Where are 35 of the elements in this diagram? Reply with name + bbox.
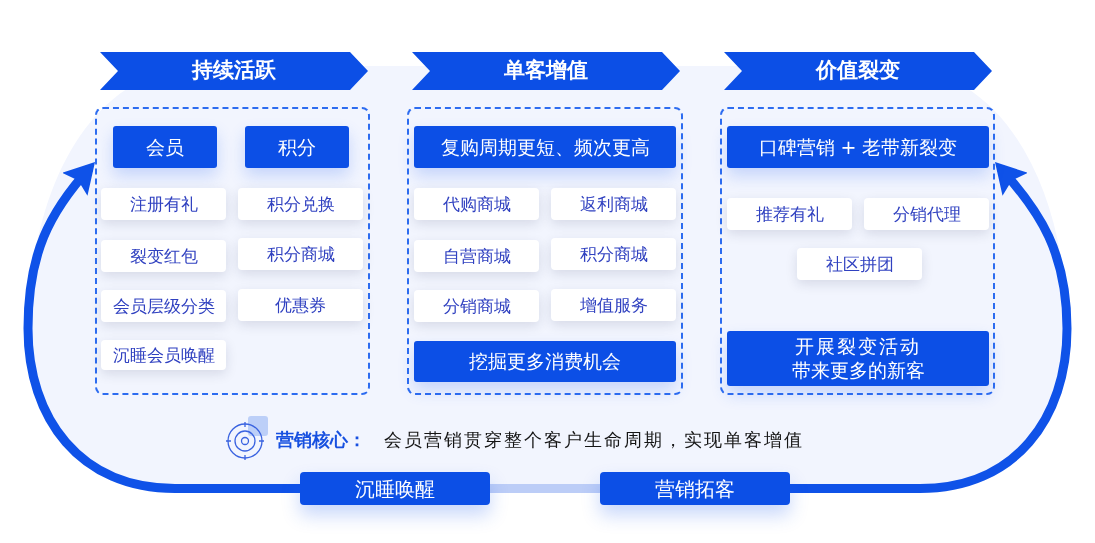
- dashed-group-frame: [720, 107, 995, 395]
- feature-card: 分销商城: [414, 290, 539, 322]
- feature-card: 裂变红包: [101, 240, 226, 272]
- feature-card: 优惠券: [238, 289, 363, 321]
- loop-arrow: [23, 161, 300, 493]
- core-statement: 会员营销贯穿整个客户生命周期，实现单客增值: [384, 428, 804, 452]
- connector-line: [490, 484, 600, 493]
- banner-title: 持续活跃: [192, 57, 276, 85]
- feature-card: 积分商城: [238, 238, 363, 270]
- loop-arrow: [790, 161, 1072, 493]
- feature-card: 分销代理: [864, 198, 989, 230]
- feature-card: 增值服务: [551, 289, 676, 321]
- feature-card: 自营商城: [414, 240, 539, 272]
- core-label: 营销核心：: [276, 428, 366, 452]
- dashed-group-frame: [95, 107, 370, 395]
- feature-card: 积分商城: [551, 238, 676, 270]
- stage-tag: 营销拓客: [600, 472, 790, 505]
- category-tag: 开展裂变活动带来更多的新客: [727, 331, 989, 386]
- category-tag: 会员: [113, 126, 217, 168]
- category-tag: 积分: [245, 126, 349, 168]
- feature-card: 返利商城: [551, 188, 676, 220]
- feature-card: 社区拼团: [797, 248, 922, 280]
- feature-card: 推荐有礼: [727, 198, 852, 230]
- feature-card: 积分兑换: [238, 188, 363, 220]
- category-tag: 挖掘更多消费机会: [414, 341, 676, 382]
- category-tag: 口碑营销 + 老带新裂变: [727, 126, 989, 168]
- stage-tag: 沉睡唤醒: [300, 472, 490, 505]
- feature-card: 注册有礼: [101, 188, 226, 220]
- feature-card: 沉睡会员唤醒: [101, 340, 226, 370]
- category-tag: 复购周期更短、频次更高: [414, 126, 676, 168]
- dashed-group-frame: [407, 107, 683, 395]
- feature-card: 代购商城: [414, 188, 539, 220]
- feature-card: 会员层级分类: [101, 290, 226, 322]
- banner-title: 单客增值: [504, 57, 588, 85]
- banner-title: 价值裂变: [816, 57, 900, 85]
